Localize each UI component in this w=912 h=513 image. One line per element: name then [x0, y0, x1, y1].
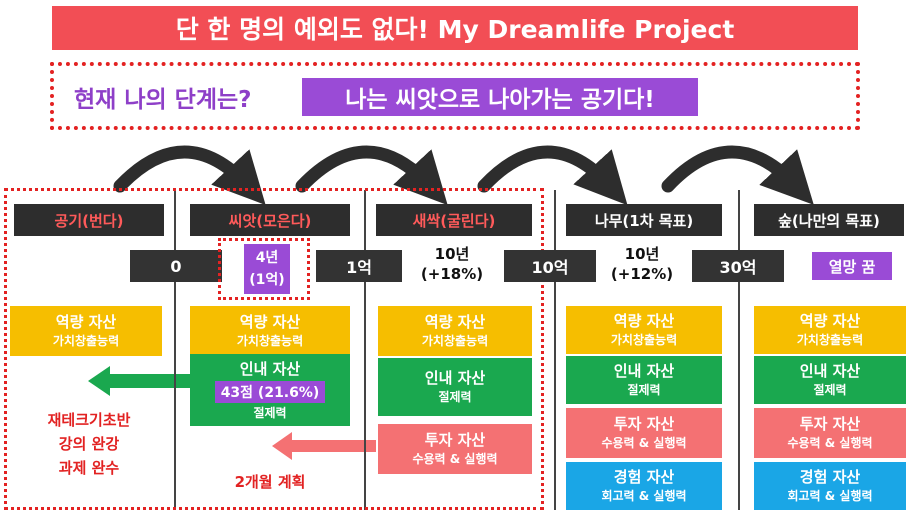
- page-title: 단 한 명의 예외도 없다! My Dreamlife Project: [175, 15, 735, 44]
- sprout-invest-asset: 투자 자산 수용력 & 실행력: [378, 424, 532, 474]
- divider-1: [174, 190, 176, 510]
- stage-label: 새싹(굴린다): [412, 211, 496, 230]
- arrow-sprout-to-tree: [477, 145, 628, 206]
- sprout-labor-asset: 역량 자산 가치창출능력: [378, 306, 532, 356]
- milestone-sprout-duration: 10년 (+18%): [420, 245, 484, 283]
- arrow-salmon-left: [272, 432, 376, 460]
- stage-label: 숲(나만의 목표): [778, 211, 880, 230]
- stage-header-seed: 씨앗(모은다): [190, 204, 350, 236]
- tree-invest-asset: 투자 자산 수용력 & 실행력: [566, 408, 722, 458]
- current-stage-box: [50, 62, 860, 130]
- tree-experience-asset: 경험 자산 회고력 & 실행력: [566, 462, 722, 510]
- stage-answer: 나는 씨앗으로 나아가는 공기다!: [302, 78, 698, 116]
- divider-3: [554, 190, 556, 510]
- forest-experience-asset: 경험 자산 회고력 & 실행력: [754, 462, 906, 510]
- milestone-tree-duration: 10년 (+12%): [610, 245, 674, 283]
- arrow-tree-to-forest: [661, 145, 814, 205]
- current-zone-box: [4, 188, 544, 510]
- title-banner: 단 한 명의 예외도 없다! My Dreamlife Project: [52, 6, 858, 50]
- milestone-1억: 1억: [316, 250, 402, 282]
- seed-target-years: 4년: [255, 250, 279, 266]
- seed-target: 4년 (1억): [244, 244, 290, 294]
- stage-label: 공기(번다): [54, 211, 124, 230]
- arrow-seed-to-sprout: [295, 145, 448, 206]
- stage-header-air: 공기(번다): [14, 204, 164, 236]
- plan-note: 2개월 계획: [234, 472, 306, 491]
- seed-labor-asset: 역량 자산 가치창출능력: [190, 306, 350, 356]
- seed-target-amount: (1억): [249, 272, 285, 288]
- milestone-30억: 30억: [692, 250, 784, 282]
- stage-header-sprout: 새싹(굴린다): [376, 204, 532, 236]
- divider-2: [364, 190, 366, 510]
- forest-invest-asset: 투자 자산 수용력 & 실행력: [754, 408, 906, 458]
- air-labor-asset: 역량 자산 가치창출능력: [10, 306, 162, 356]
- stage-header-tree: 나무(1차 목표): [566, 204, 722, 236]
- forest-labor-asset: 역량 자산 가치창출능력: [754, 306, 906, 354]
- arrow-green-left: [88, 366, 200, 396]
- divider-4: [738, 190, 740, 510]
- milestone-0: 0: [130, 250, 222, 282]
- seed-target-box: [218, 238, 310, 300]
- stage-label: 나무(1차 목표): [594, 211, 694, 230]
- milestone-dream: 열망 꿈: [812, 252, 892, 280]
- seed-score: 43점 (21.6%): [214, 380, 326, 403]
- tree-labor-asset: 역량 자산 가치창출능력: [566, 306, 722, 354]
- sprout-patience-asset: 인내 자산 절제력: [378, 358, 532, 416]
- study-note: 재테크기초반 강의 완강 과제 완수: [47, 411, 131, 477]
- milestone-10억: 10억: [504, 250, 596, 282]
- forest-patience-asset: 인내 자산 절제력: [754, 356, 906, 404]
- tree-patience-asset: 인내 자산 절제력: [566, 356, 722, 404]
- stage-header-forest: 숲(나만의 목표): [754, 204, 904, 236]
- seed-patience-asset: 인내 자산 43점 (21.6%) 절제력: [190, 354, 350, 426]
- stage-question: 현재 나의 단계는?: [74, 87, 252, 113]
- arrow-air-to-seed: [113, 145, 266, 206]
- stage-label: 씨앗(모은다): [228, 211, 312, 230]
